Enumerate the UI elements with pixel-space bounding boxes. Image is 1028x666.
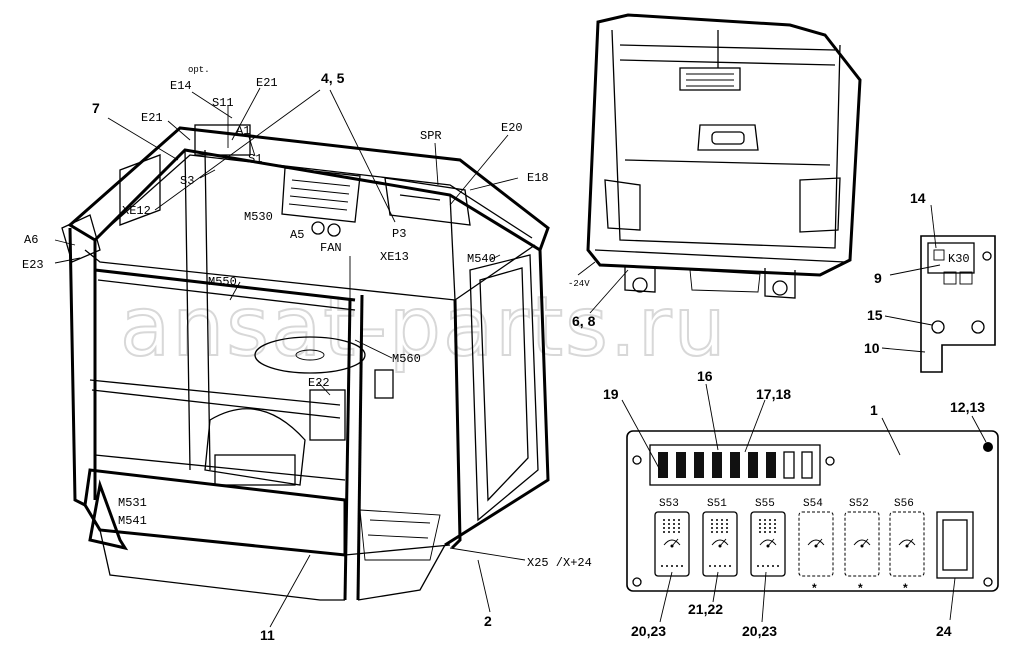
label-item-16: 16 bbox=[697, 368, 713, 384]
label-item-14: 14 bbox=[910, 190, 926, 206]
cab-rear-view: -24V 6, 8 bbox=[568, 13, 862, 329]
label-item-11: 11 bbox=[260, 627, 275, 643]
label-fan: FAN bbox=[320, 241, 342, 255]
label-item-2: 2 bbox=[484, 613, 492, 629]
label-s1: S1 bbox=[248, 152, 262, 166]
label-item-15: 15 bbox=[867, 307, 883, 323]
label-e21-top: E21 bbox=[256, 76, 278, 90]
label-a5: A5 bbox=[290, 228, 304, 242]
label-e20: E20 bbox=[501, 121, 523, 135]
label-a6: A6 bbox=[24, 233, 38, 247]
switch-row: S53 S51 S55 S54 * S52 * S56 * bbox=[654, 498, 925, 595]
cab-perspective-view bbox=[61, 124, 550, 601]
label-minus-24v: -24V bbox=[568, 279, 590, 289]
switch-label: S54 bbox=[803, 498, 823, 510]
label-x25: X25 /X+24 bbox=[527, 556, 592, 570]
label-items-20-23-b: 20,23 bbox=[742, 623, 777, 639]
label-opt: opt. bbox=[188, 65, 210, 75]
label-items-20-23-a: 20,23 bbox=[631, 623, 666, 639]
label-items-4-5: 4, 5 bbox=[321, 70, 345, 86]
label-e14: E14 bbox=[170, 79, 192, 93]
wiper-icon bbox=[711, 538, 729, 548]
label-e23: E23 bbox=[22, 258, 44, 272]
label-item-1: 1 bbox=[870, 402, 878, 418]
label-a1: A1 bbox=[236, 124, 250, 138]
switch-label: S56 bbox=[894, 498, 914, 510]
label-xe13: XE13 bbox=[380, 250, 409, 264]
label-m540: M540 bbox=[467, 252, 496, 266]
label-m550: M550 bbox=[208, 275, 237, 289]
switch-label: S53 bbox=[659, 498, 679, 510]
label-item-9: 9 bbox=[874, 270, 882, 286]
label-s11: S11 bbox=[212, 96, 234, 110]
label-item-7: 7 bbox=[92, 100, 100, 116]
switch-label: S52 bbox=[849, 498, 869, 510]
wiper-icon bbox=[759, 538, 777, 548]
label-m560: M560 bbox=[392, 352, 421, 366]
switch-label: S51 bbox=[707, 498, 727, 510]
wiper-icon bbox=[807, 538, 825, 548]
label-items-17-18: 17,18 bbox=[756, 386, 791, 402]
fuse-block bbox=[658, 451, 813, 479]
label-item-19: 19 bbox=[603, 386, 619, 402]
label-m531: M531 bbox=[118, 496, 147, 510]
label-m541: M541 bbox=[118, 514, 147, 528]
label-e21-left: E21 bbox=[141, 111, 163, 125]
label-item-24: 24 bbox=[936, 623, 952, 639]
label-p3: P3 bbox=[392, 227, 406, 241]
switch-s54: S54 * bbox=[798, 498, 834, 595]
label-items-21-22: 21,22 bbox=[688, 601, 723, 617]
label-spr: SPR bbox=[420, 129, 442, 143]
watermark: ansat-parts.ru bbox=[120, 280, 728, 375]
label-e18: E18 bbox=[527, 171, 549, 185]
label-s3: S3 bbox=[180, 174, 194, 188]
label-items-12-13: 12,13 bbox=[950, 399, 985, 415]
wiper-icon bbox=[853, 538, 871, 548]
wiper-icon bbox=[663, 538, 681, 548]
not-fitted-marker: * bbox=[903, 581, 908, 595]
left-callout-labels: opt. E14 E21 S11 A1 S1 E21 S3 7 4, 5 XE1… bbox=[22, 65, 592, 643]
not-fitted-marker: * bbox=[812, 581, 817, 595]
relay-bracket: K30 14 9 15 10 bbox=[864, 190, 996, 373]
switch-s53: S53 bbox=[654, 498, 690, 577]
not-fitted-marker: * bbox=[858, 581, 863, 595]
label-e22: E22 bbox=[308, 376, 330, 390]
label-m530: M530 bbox=[244, 210, 273, 224]
label-item-10: 10 bbox=[864, 340, 880, 356]
wiper-icon bbox=[898, 538, 916, 548]
switch-label: S55 bbox=[755, 498, 775, 510]
label-xe12: XE12 bbox=[122, 204, 151, 218]
rear-grille bbox=[686, 73, 734, 87]
switch-s51: S51 bbox=[702, 498, 738, 577]
switch-s56: S56 * bbox=[889, 498, 925, 595]
label-items-6-8: 6, 8 bbox=[572, 313, 596, 329]
relay-k30-label: K30 bbox=[948, 252, 970, 266]
left-leader-lines bbox=[54, 87, 526, 628]
switch-s52: S52 * bbox=[844, 498, 880, 595]
heater-grille bbox=[288, 179, 351, 211]
switch-s55: S55 bbox=[750, 498, 786, 577]
